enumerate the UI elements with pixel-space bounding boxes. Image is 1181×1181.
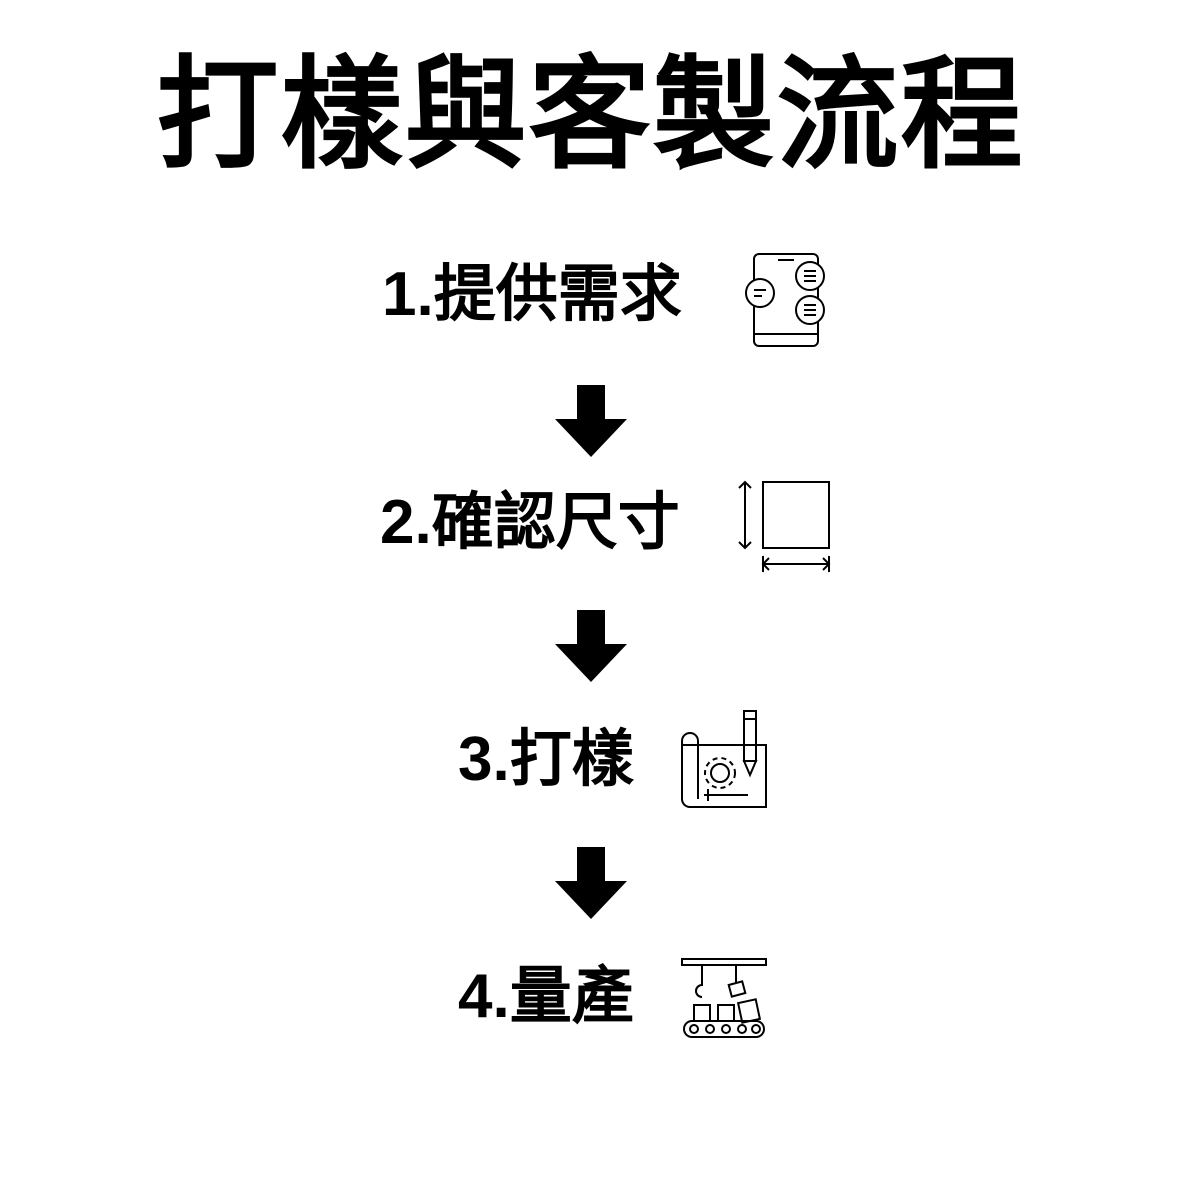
step-1-label: 1.提供需求	[382, 260, 682, 329]
dimension-square-icon	[738, 480, 831, 572]
down-arrow-icon	[555, 847, 627, 919]
step-4-label: 4.量產	[458, 962, 634, 1031]
step-2-label: 2.確認尺寸	[380, 488, 680, 557]
step-3-label: 3.打樣	[458, 725, 634, 794]
down-arrow-icon	[555, 385, 627, 457]
blueprint-gear-pencil-icon	[681, 710, 767, 808]
down-arrow-icon	[555, 610, 627, 682]
page-title: 打樣與客製流程	[156, 47, 1025, 183]
phone-chat-icon	[745, 253, 825, 347]
production-line-icon	[681, 958, 767, 1038]
